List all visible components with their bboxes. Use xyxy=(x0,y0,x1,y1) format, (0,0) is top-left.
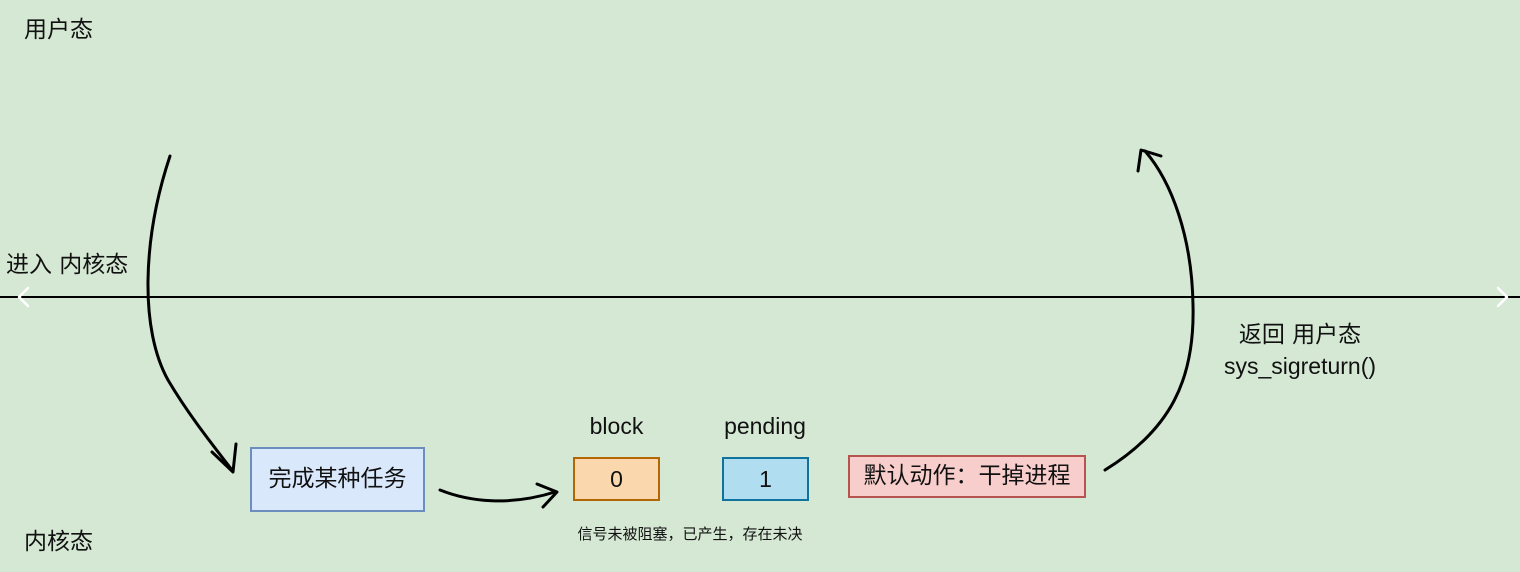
default-action-box: 默认动作：干掉进程 xyxy=(848,455,1086,498)
enter-kernel-arrow xyxy=(146,154,234,472)
signal-note: 信号未被阻塞，已产生，存在未决 xyxy=(577,525,803,543)
chevron-right-icon[interactable] xyxy=(1496,286,1510,308)
block-header: block xyxy=(589,413,644,439)
chevron-left-icon[interactable] xyxy=(16,286,30,308)
sigreturn-label: sys_sigreturn() xyxy=(1223,353,1377,379)
return-user-arrow xyxy=(1103,149,1195,472)
task-to-block-arrow xyxy=(438,488,557,503)
return-user-label: 返回 用户态 xyxy=(1238,322,1362,348)
pending-value-box: 1 xyxy=(722,457,809,501)
return-user-arrowhead xyxy=(1136,148,1163,173)
task-box: 完成某种任务 xyxy=(250,447,425,512)
user-mode-label: 用户态 xyxy=(24,17,93,43)
task-to-block-arrowhead xyxy=(535,482,559,509)
block-value-box: 0 xyxy=(573,457,660,501)
enter-kernel-arrowhead xyxy=(210,442,238,474)
kernel-mode-label: 内核态 xyxy=(24,529,93,555)
enter-kernel-label: 进入 内核态 xyxy=(6,252,129,278)
pending-header: pending xyxy=(724,413,806,439)
